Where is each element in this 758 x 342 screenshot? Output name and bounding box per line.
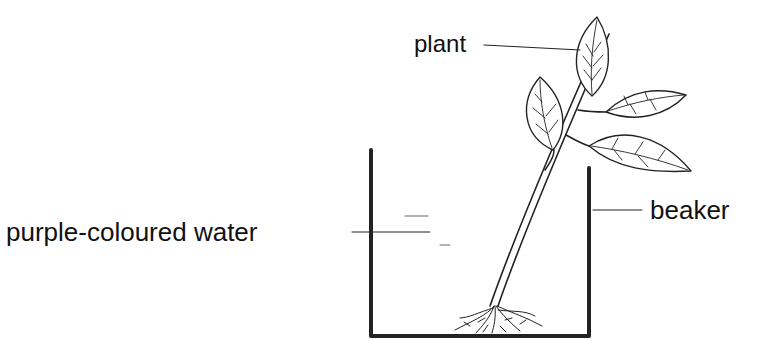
part-label: beaker bbox=[650, 196, 730, 225]
part-label: purple-coloured water bbox=[6, 218, 257, 247]
leaf-veins bbox=[533, 20, 688, 170]
plant-roots bbox=[455, 306, 542, 333]
part-label: plant bbox=[414, 31, 466, 57]
beaker-outline bbox=[371, 150, 589, 336]
leader-lines bbox=[352, 45, 642, 232]
water-marks bbox=[405, 216, 450, 245]
plant-leaves bbox=[527, 17, 691, 171]
